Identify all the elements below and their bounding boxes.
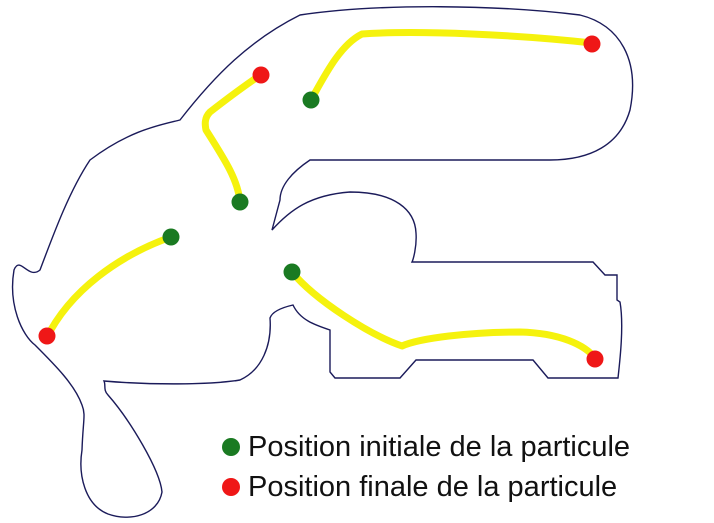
red-dot-3 <box>38 327 56 345</box>
red-dot-icon <box>222 478 240 496</box>
domain-outline <box>11 6 634 518</box>
green-dot-2 <box>231 193 249 211</box>
red-dot-4 <box>586 350 604 368</box>
green-dot-icon <box>222 438 240 456</box>
red-dot-1 <box>583 35 601 53</box>
legend-row-final: Position finale de la particule <box>222 467 630 507</box>
red-dot-2 <box>252 66 270 84</box>
legend-label-initial: Position initiale de la particule <box>248 431 631 463</box>
green-dot-4 <box>283 263 301 281</box>
green-dot-1 <box>302 91 320 109</box>
initial-positions <box>162 91 320 281</box>
trajectory-bottom-right <box>288 268 599 362</box>
legend-row-initial: Position initiale de la particule <box>222 427 630 467</box>
green-dot-3 <box>162 228 180 246</box>
trajectories <box>42 29 599 362</box>
legend-label-final: Position finale de la particule <box>248 471 618 503</box>
trajectory-upper-left <box>201 70 266 206</box>
trajectory-left <box>42 233 175 343</box>
legend: Position initiale de la particule Positi… <box>222 427 630 507</box>
final-positions <box>38 35 604 368</box>
trajectory-top-right <box>307 29 596 104</box>
